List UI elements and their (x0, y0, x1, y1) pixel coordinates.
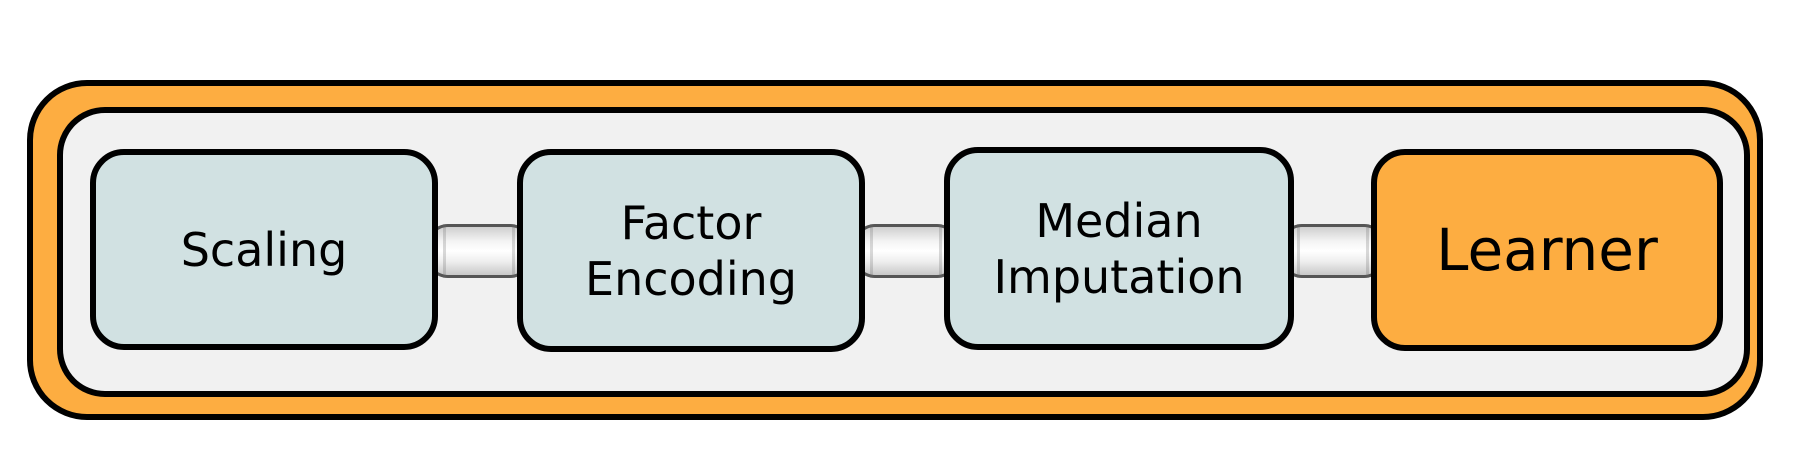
step-factor-encoding-label: Factor Encoding (585, 195, 797, 306)
step-factor-encoding: Factor Encoding (517, 149, 865, 352)
step-median-imputation-label: Median Imputation (993, 193, 1245, 304)
step-scaling: Scaling (90, 149, 438, 350)
connector-factor-encoding-to-median-imputation (851, 224, 961, 278)
step-learner-label: Learner (1436, 216, 1658, 284)
step-median-imputation: Median Imputation (944, 147, 1294, 350)
step-learner: Learner (1371, 149, 1723, 351)
step-scaling-label: Scaling (180, 222, 348, 277)
